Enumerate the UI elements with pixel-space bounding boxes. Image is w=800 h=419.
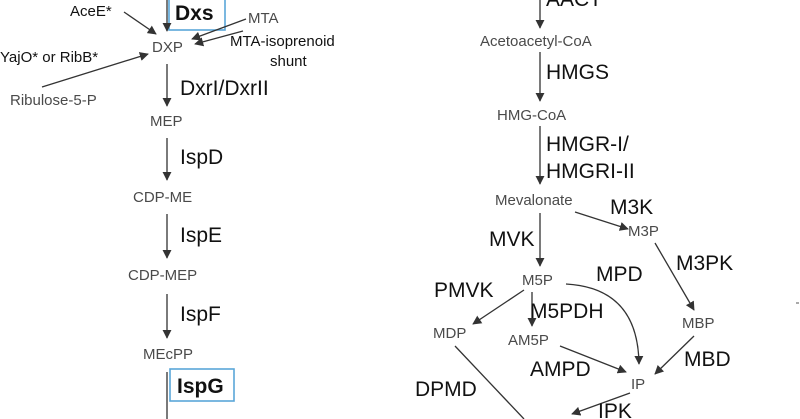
enzyme-hmgr-1: HMGR-I/ [546, 133, 629, 156]
label-mta-shunt-1: MTA-isoprenoid [230, 33, 335, 50]
metabolite-cdp-me: CDP-ME [133, 189, 192, 206]
arrow-am5p-to-ip [559, 345, 627, 374]
enzyme-mvk: MVK [489, 228, 535, 251]
enzyme-dxr: DxrI/DxrII [180, 77, 269, 100]
enzyme-m3k: M3K [610, 196, 653, 219]
metabolite-m3p: M3P [628, 223, 659, 240]
enzyme-ampd: AMPD [530, 358, 591, 381]
metabolite-m5p: M5P [522, 272, 553, 289]
enzyme-mpd: MPD [596, 263, 643, 286]
arrow-m3p-to-mbp [654, 242, 695, 311]
enzyme-ispd: IspD [180, 146, 223, 169]
metabolite-mbp: MBP [682, 315, 715, 332]
enzyme-aact: AACT [546, 0, 602, 11]
arrow-mbp-to-ip [654, 335, 695, 375]
metabolite-mecpp: MEcPP [143, 346, 193, 363]
mva-pathway: Acetoacetyl-CoA HMG-CoA Mevalonate M3P M… [415, 0, 733, 419]
arrow-acee [123, 11, 157, 35]
enzyme-mbd: MBD [684, 348, 731, 371]
enzyme-dpmd: DPMD [415, 378, 477, 401]
enzyme-ispf: IspF [180, 303, 221, 326]
label-acee: AceE* [70, 3, 112, 20]
enzyme-m3pk: M3PK [676, 252, 733, 275]
metabolite-dxp: DXP [152, 39, 183, 56]
metabolite-hmg-coa: HMG-CoA [497, 107, 566, 124]
metabolite-acetoacetyl-coa: Acetoacetyl-CoA [480, 33, 592, 50]
label-mta-shunt-2: shunt [270, 53, 308, 70]
dxs-highlight-box [168, 0, 226, 31]
metabolite-am5p: AM5P [508, 332, 549, 349]
arrow-m5p-to-ip [565, 283, 644, 365]
arrow-ip-down [571, 392, 631, 416]
mep-pathway: DXP MEP CDP-ME CDP-MEP MEcPP MTA Ribulos… [0, 0, 335, 419]
metabolite-mta: MTA [248, 10, 279, 27]
metabolite-mep: MEP [150, 113, 183, 130]
metabolite-ip: IP [631, 376, 645, 393]
metabolite-mevalonate: Mevalonate [495, 192, 573, 209]
arrow-mdp-down [454, 345, 525, 419]
enzyme-ispe: IspE [180, 224, 222, 247]
arrow-ribulose-to-dxp [41, 52, 149, 88]
metabolite-cdp-mep: CDP-MEP [128, 267, 197, 284]
label-yajo-ribb: YajO* or RibB* [0, 49, 98, 66]
arrow-mta-shunt-2 [194, 30, 244, 47]
arrow-mta-shunt-1 [191, 18, 247, 41]
enzyme-hmgs: HMGS [546, 61, 609, 84]
arrow-mevalonate-to-m3p [574, 211, 629, 231]
arrow-m5p-to-mdp [472, 289, 525, 325]
metabolite-ribulose-5p: Ribulose-5-P [10, 92, 97, 109]
enzyme-dxs: Dxs [175, 2, 214, 25]
enzyme-pmvk: PMVK [434, 279, 494, 302]
enzyme-ipk: IPK [598, 400, 632, 419]
enzyme-ispg: IspG [177, 375, 224, 398]
metabolite-mdp: MDP [433, 325, 466, 342]
enzyme-hmgr-2: HMGRI-II [546, 160, 635, 183]
enzyme-m5pdh: M5PDH [530, 300, 604, 323]
ispg-highlight-box [169, 368, 235, 402]
